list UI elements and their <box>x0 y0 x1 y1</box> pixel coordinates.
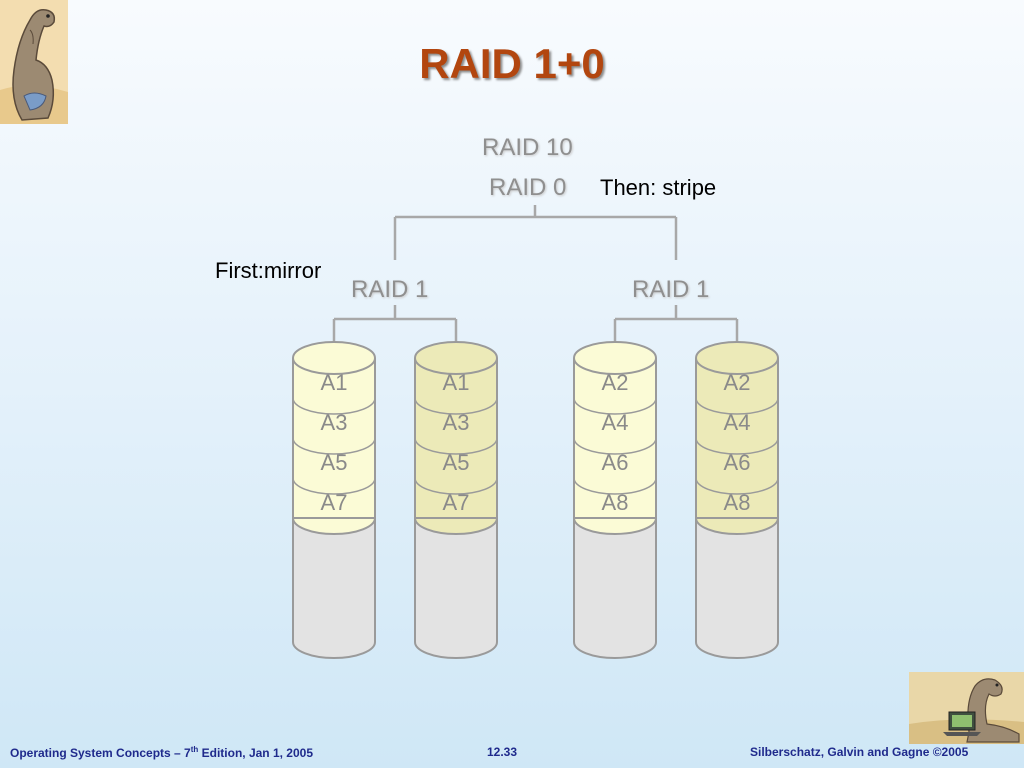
dinosaur-laptop-icon <box>909 672 1024 744</box>
footer-course-suffix: Edition, Jan 1, 2005 <box>198 746 314 760</box>
slide-title: RAID 1+0 <box>419 40 605 87</box>
footer-page-number: 12.33 <box>487 745 518 759</box>
disk-block-label: A4 <box>724 410 751 435</box>
disk-block-label: A3 <box>443 410 470 435</box>
raid0-connector <box>393 205 678 260</box>
disk-block-label: A7 <box>321 490 348 515</box>
footer-copyright: Silberschatz, Galvin and Gagne ©2005 <box>750 745 969 759</box>
disk-block-label: A3 <box>321 410 348 435</box>
raid0-label: RAID 0 <box>489 174 567 201</box>
raid1-left-label: RAID 1 <box>351 276 429 303</box>
disk-block-label: A1 <box>321 370 348 395</box>
footer-course-prefix: Operating System Concepts – 7 <box>10 746 191 760</box>
disk-block-label: A6 <box>724 450 751 475</box>
disk-block-label: A4 <box>602 410 629 435</box>
disk-block-label: A6 <box>602 450 629 475</box>
disk-block-label: A8 <box>724 490 751 515</box>
raid1-right-label: RAID 1 <box>632 276 710 303</box>
disk-block-label: A8 <box>602 490 629 515</box>
disk-block-label: A2 <box>724 370 751 395</box>
raid10-label: RAID 10 <box>482 134 573 161</box>
first-mirror-note: First:mirror <box>215 258 322 283</box>
footer-course-sup: th <box>190 745 199 754</box>
disk-block-label: A2 <box>602 370 629 395</box>
disk-block-label: A7 <box>443 490 470 515</box>
dinosaur-logo-icon <box>0 0 68 124</box>
disk-block-label: A5 <box>321 450 348 475</box>
disk-block-label: A1 <box>443 370 470 395</box>
disk-block-label: A5 <box>443 450 470 475</box>
footer-course-info: Operating System Concepts – 7th Edition,… <box>10 745 313 760</box>
then-stripe-note: Then: stripe <box>600 175 717 200</box>
